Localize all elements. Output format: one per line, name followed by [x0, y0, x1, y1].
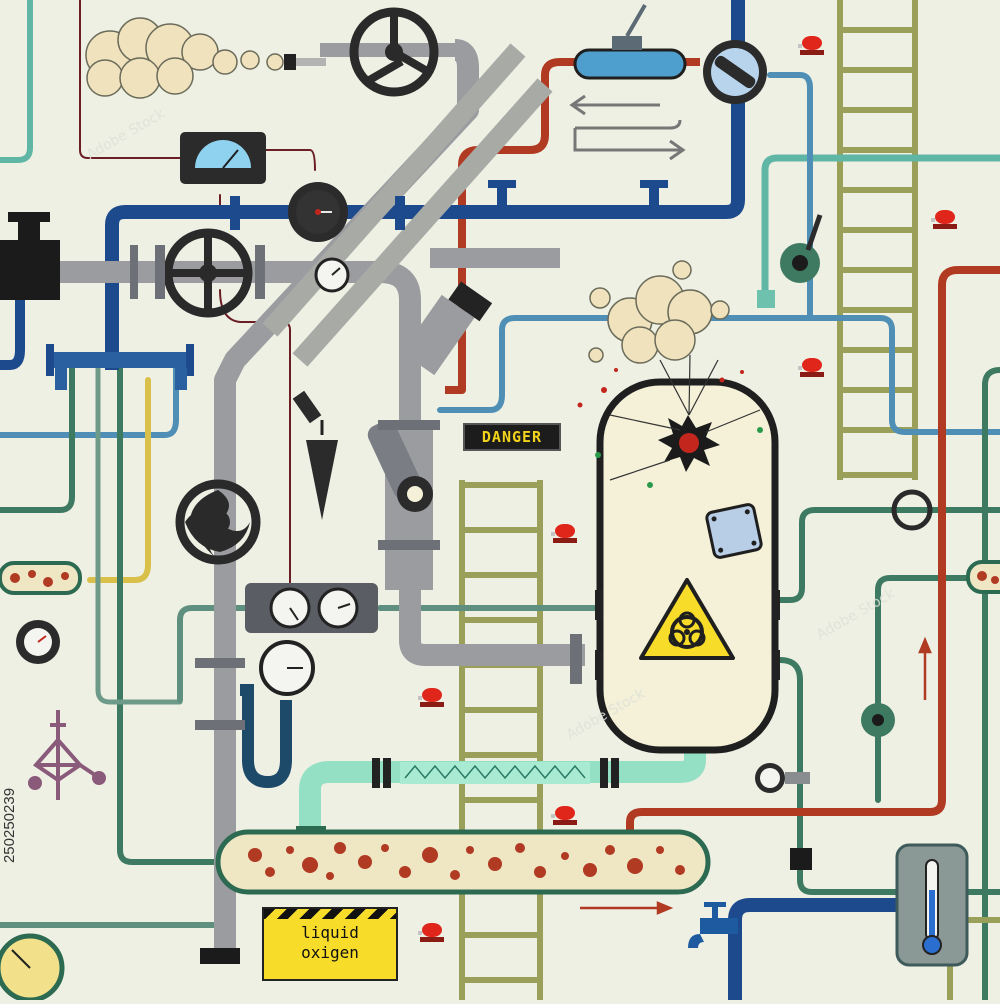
- pipe-teal-topleft: [0, 0, 33, 163]
- gate-valve: [0, 212, 60, 300]
- pipe-red-top: [445, 58, 700, 394]
- pipe-teal-right: [761, 154, 1000, 304]
- steam-cloud-icon: [85, 17, 284, 99]
- check-valve: [757, 214, 823, 308]
- hazard-stripe: [264, 909, 396, 919]
- flow-arrow-icon: [580, 636, 932, 915]
- liquid-oxygen-sign: liquid oxigen: [262, 907, 398, 981]
- pressure-gauge-icon: [314, 257, 350, 293]
- pipe-yellow: [87, 377, 151, 583]
- plumb-bob: [292, 390, 338, 520]
- pressure-gauge-icon: [16, 620, 60, 664]
- ladder-top-right: [837, 0, 918, 480]
- pipe-gray-diagonals: [262, 43, 553, 367]
- svg-text:Adobe Stock: Adobe Stock: [814, 585, 899, 643]
- pipe-green-right-loop: [777, 575, 1000, 895]
- pipe-cap: [448, 281, 493, 322]
- ladder-center: [459, 480, 543, 1000]
- antenna-vane: [28, 710, 106, 800]
- thermometer-icon: [895, 843, 969, 967]
- pipe-green-left-2: [95, 357, 183, 705]
- bubble-tube-small-left: [0, 561, 82, 595]
- valve-wheel-spokes: [171, 15, 429, 560]
- explosion-cloud-icon: [588, 260, 730, 364]
- faucet-icon: [688, 902, 738, 948]
- pipe-navy-small-left: [0, 300, 25, 370]
- hatch-plate: [705, 503, 763, 559]
- liquid-oxygen-line1: liquid: [301, 923, 359, 942]
- pipe-teal-coil: [299, 720, 706, 840]
- pipe-light-blue-vertical: [767, 72, 813, 321]
- signal-wire: [79, 0, 316, 591]
- pipe-teal-green-right: [777, 507, 1000, 603]
- stock-id: 250250239: [0, 770, 22, 880]
- liquid-oxygen-label: liquid oxigen: [264, 919, 396, 963]
- gray-pipe-branch: [401, 294, 475, 376]
- pipe-red-right: [626, 266, 1000, 830]
- steam-nozzle: [284, 54, 326, 70]
- heater-capsule: [573, 3, 687, 80]
- flow-arrow-icon: [569, 94, 686, 161]
- danger-sign: DANGER: [463, 423, 561, 451]
- danger-sign-text: DANGER: [481, 428, 543, 446]
- pressure-gauge-icon: [245, 583, 378, 633]
- pipe-green-far-right: [982, 367, 1000, 1003]
- pressure-gauge-icon: [0, 933, 65, 1003]
- svg-text:Adobe Stock: Adobe Stock: [84, 105, 169, 163]
- cross-junction: [790, 848, 812, 870]
- manifold: [46, 344, 194, 390]
- butterfly-valve: [703, 40, 767, 104]
- biohazard-icon: [639, 578, 735, 660]
- ball-valve: [488, 180, 668, 206]
- explosion-icon: [577, 354, 763, 488]
- pipe-green-left: [0, 357, 223, 865]
- pressure-gauge-icon: [755, 763, 810, 793]
- pressure-gauge-icon: [180, 132, 266, 184]
- pressure-gauge-icon: [239, 640, 315, 789]
- inline-valve: [861, 703, 895, 737]
- pipe-flanges: [130, 196, 582, 964]
- bubble-tube-small-right: [966, 560, 1000, 594]
- liquid-oxygen-line2: oxigen: [301, 943, 359, 962]
- pressure-gauge-icon: [288, 182, 348, 242]
- bubble-tube: [215, 826, 711, 895]
- stock-id-text: 250250239: [1, 787, 19, 863]
- lever-switch: [367, 420, 433, 512]
